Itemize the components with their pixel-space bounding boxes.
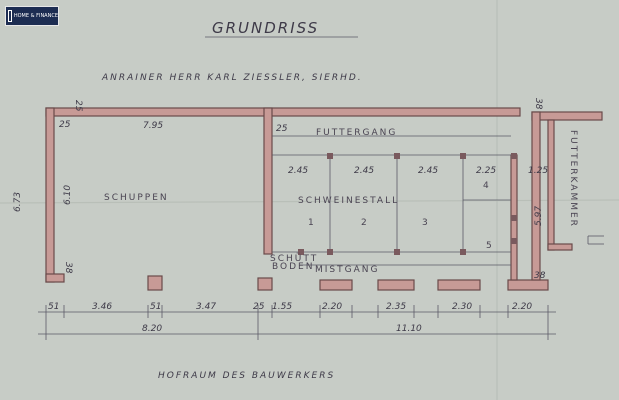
wall-front-segment	[319, 279, 353, 291]
pier-schuppen	[147, 275, 163, 291]
post-marker	[460, 249, 466, 255]
post-marker	[511, 215, 517, 221]
post-marker	[394, 153, 400, 159]
dim-total: 11.10	[396, 324, 422, 334]
dim-bottom: 3.47	[196, 302, 216, 312]
dim-bottom: 3.46	[92, 302, 112, 312]
pen-number: 2	[361, 218, 369, 228]
dim-bottom: 51	[150, 302, 161, 312]
wall-front-segment	[377, 279, 415, 291]
post-marker	[511, 153, 517, 159]
dim-top-schuppen: 7.95	[143, 121, 163, 131]
pen-number: 1	[308, 218, 316, 228]
dim-ticks	[45, 305, 549, 340]
stall-posts	[298, 153, 517, 255]
dim-right-depth: 5.97	[534, 206, 544, 226]
dim-corner: 25	[59, 120, 71, 130]
dim-bay: 2.25	[476, 166, 496, 176]
dim-corner: 25	[276, 124, 288, 134]
dim-bottom: 2.20	[322, 302, 342, 312]
pier-middle	[257, 277, 273, 291]
house-logo-icon	[8, 10, 12, 22]
wall-left	[45, 107, 55, 283]
neighbor-label: ANRAINER HERR KARL ZIESSLER, SIERHD.	[101, 73, 363, 83]
dim-small: 38	[63, 262, 73, 274]
wall-futterkammer-top	[531, 111, 603, 121]
wall-front-segment	[437, 279, 481, 291]
dim-bottom: 25	[253, 302, 265, 312]
yard-label: HOFRAUM DES BAUWERKERS	[158, 371, 335, 381]
pen-number: 4	[483, 181, 491, 191]
wall-front-segment	[507, 279, 549, 291]
company-logo: HOME & FINANCE	[5, 6, 59, 26]
dim-bay: 2.45	[418, 166, 438, 176]
room-label-schuppen: SCHUPPEN	[104, 193, 169, 203]
dim-inner-height: 6.10	[63, 185, 73, 205]
post-marker	[327, 153, 333, 159]
dim-left-height: 6.73	[13, 192, 23, 212]
dim-small: 38	[533, 98, 543, 110]
room-label-schweinestall: SCHWEINESTALL	[298, 196, 399, 206]
post-marker	[298, 249, 304, 255]
wall-middle	[263, 107, 273, 255]
dim-bottom: 51	[48, 302, 59, 312]
room-label-mistgang: MISTGANG	[315, 265, 379, 275]
pen-number: 5	[486, 241, 494, 251]
plan-title: GRUNDRISS	[212, 19, 319, 37]
dim-bottom: 1.55	[272, 302, 292, 312]
post-marker	[460, 153, 466, 159]
room-label-futtergang: FUTTERGANG	[316, 128, 397, 138]
post-marker	[511, 238, 517, 244]
room-label-schuettboden: SCHÜTT	[270, 253, 318, 264]
pen-number: 3	[422, 218, 430, 228]
dim-bottom: 2.35	[386, 302, 406, 312]
wall-futterkammer-left	[531, 111, 541, 281]
wall-top	[45, 107, 521, 117]
dim-bay: 2.45	[288, 166, 308, 176]
dim-right-small: 1.25	[528, 166, 548, 176]
dim-corner: 25	[73, 100, 83, 112]
wall-futterkammer-bottom	[547, 243, 573, 251]
dim-total: 8.20	[142, 324, 162, 334]
dim-bottom: 2.20	[512, 302, 532, 312]
wall-bottom-left-stub	[45, 273, 65, 283]
room-label-schuettboden: BODEN	[272, 262, 314, 272]
room-label-futterkammer: FUTTERKAMMER	[568, 130, 578, 228]
post-marker	[394, 249, 400, 255]
dim-bottom: 2.30	[452, 302, 472, 312]
logo-text: HOME & FINANCE	[13, 13, 58, 19]
dim-bay: 2.45	[354, 166, 374, 176]
dim-small: 38	[534, 271, 546, 281]
post-marker	[327, 249, 333, 255]
wall-futterkammer-inner	[547, 119, 555, 251]
